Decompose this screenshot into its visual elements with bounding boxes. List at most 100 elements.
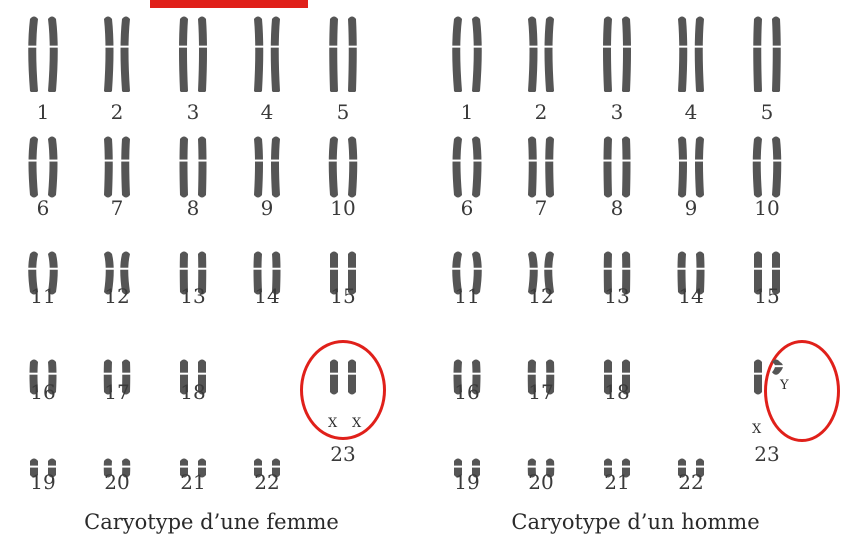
- centromere: [252, 267, 263, 270]
- centromere: [253, 465, 263, 468]
- chromosome: [254, 136, 263, 198]
- chromosome: [28, 251, 38, 295]
- pair-number: 9: [260, 196, 274, 220]
- chromosome: [472, 136, 482, 198]
- chromosome-pair-drawing: [451, 16, 483, 92]
- centromere: [119, 45, 130, 48]
- chromosome: [677, 251, 686, 295]
- chromosome: [544, 251, 554, 295]
- chromosome-pair-22: 22: [656, 436, 726, 540]
- chromosome: [254, 458, 262, 478]
- centromere: [602, 267, 613, 270]
- pair-number: 19: [454, 470, 480, 494]
- chromosome-pair-drawing: [29, 458, 57, 478]
- chromosome: [104, 251, 114, 295]
- chromosome-pair-18: 18: [158, 334, 228, 438]
- chromosome-pair-drawing: [753, 359, 784, 395]
- pair-23-label: 23: [308, 442, 378, 472]
- chromosome: [472, 458, 480, 478]
- chromosome-pair-3: 3: [582, 12, 652, 124]
- chromosome-pair-23: 23XY: [732, 334, 802, 438]
- pair-number: 22: [678, 470, 704, 494]
- centromere: [47, 465, 57, 468]
- pair-number: 9: [684, 196, 698, 220]
- centromere: [27, 45, 38, 48]
- chromosome: [528, 251, 538, 295]
- centromere: [621, 267, 632, 270]
- chromosome: [48, 16, 58, 92]
- chromosome-pair-20: 20: [82, 436, 152, 540]
- centromere: [676, 267, 687, 270]
- chromosome: [772, 251, 780, 295]
- chromosome-pair-drawing: [178, 251, 208, 295]
- centromere: [603, 372, 613, 375]
- pair-number: 2: [534, 100, 548, 124]
- sex-chromosome-circle: [300, 340, 386, 440]
- centromere: [526, 465, 537, 468]
- chromosome-pair-drawing: [252, 251, 282, 295]
- chromosome-pair-drawing: [179, 458, 207, 478]
- centromere: [347, 372, 357, 375]
- chromosome: [622, 16, 631, 92]
- chromosome: [452, 16, 462, 92]
- centromere: [197, 372, 207, 375]
- pair-number: 2: [110, 100, 124, 124]
- pair-number: 20: [104, 470, 130, 494]
- pair-number: 13: [180, 284, 206, 308]
- centromere: [528, 45, 539, 48]
- chromosome-pair-drawing: [603, 458, 631, 478]
- chromosome: [348, 251, 356, 295]
- centromere: [27, 159, 38, 162]
- centromere: [178, 267, 189, 270]
- centromere: [104, 45, 115, 48]
- chromosome-pair-13: 13: [582, 230, 652, 334]
- pair-number: 20: [528, 470, 554, 494]
- pair-number: 1: [36, 100, 50, 124]
- centromere: [48, 159, 59, 162]
- centromere: [178, 159, 189, 162]
- centromere: [603, 465, 613, 468]
- chromosome: [622, 359, 630, 395]
- sex-chromosome-label: X: [752, 422, 762, 437]
- centromere: [622, 45, 632, 48]
- chromosome: [122, 359, 131, 395]
- chromosome-pair-17: 17: [506, 334, 576, 438]
- chromosome-pair-2: 2: [506, 12, 576, 124]
- centromere: [329, 372, 339, 375]
- chromosome-pair-19: 19: [8, 436, 78, 540]
- centromere: [752, 45, 763, 48]
- chromosome-pair-drawing: [27, 16, 59, 92]
- chromosome: [253, 251, 262, 295]
- chromosome: [678, 136, 687, 198]
- chromosome: [28, 16, 38, 92]
- chromosome-pair-drawing: [329, 359, 357, 395]
- chromosome: [120, 251, 130, 295]
- chromosome-pair-drawing: [602, 16, 632, 92]
- centromere: [678, 45, 689, 48]
- centromere: [102, 372, 113, 375]
- chromosome: [754, 359, 762, 395]
- chromosome-pair-2: 2: [82, 12, 152, 124]
- pair-number: 3: [610, 100, 624, 124]
- chromosome-pair-23: 23XX: [308, 334, 378, 438]
- chromosome: [48, 136, 58, 198]
- chromosome: [528, 16, 538, 92]
- chromosome: [696, 251, 705, 295]
- chromosome: [48, 251, 58, 295]
- pair-number: 15: [754, 284, 780, 308]
- chromosome: [329, 16, 338, 92]
- centromere: [271, 267, 282, 270]
- centromere: [621, 159, 632, 162]
- chromosome: [179, 136, 188, 198]
- centromere: [451, 267, 462, 270]
- chromosome-pair-drawing: [104, 251, 130, 295]
- chromosome-pair-17: 17: [82, 334, 152, 438]
- chromosome-pair-drawing: [27, 136, 59, 198]
- chromosome-pair-drawing: [328, 16, 358, 92]
- chromosome: [454, 458, 462, 478]
- chromosome-pair-15: 15: [732, 230, 802, 334]
- chromosome: [546, 359, 555, 395]
- chromosome-pair-19: 19: [432, 436, 502, 540]
- chromosome-pair-10: 10: [732, 124, 802, 228]
- centromere: [751, 159, 762, 162]
